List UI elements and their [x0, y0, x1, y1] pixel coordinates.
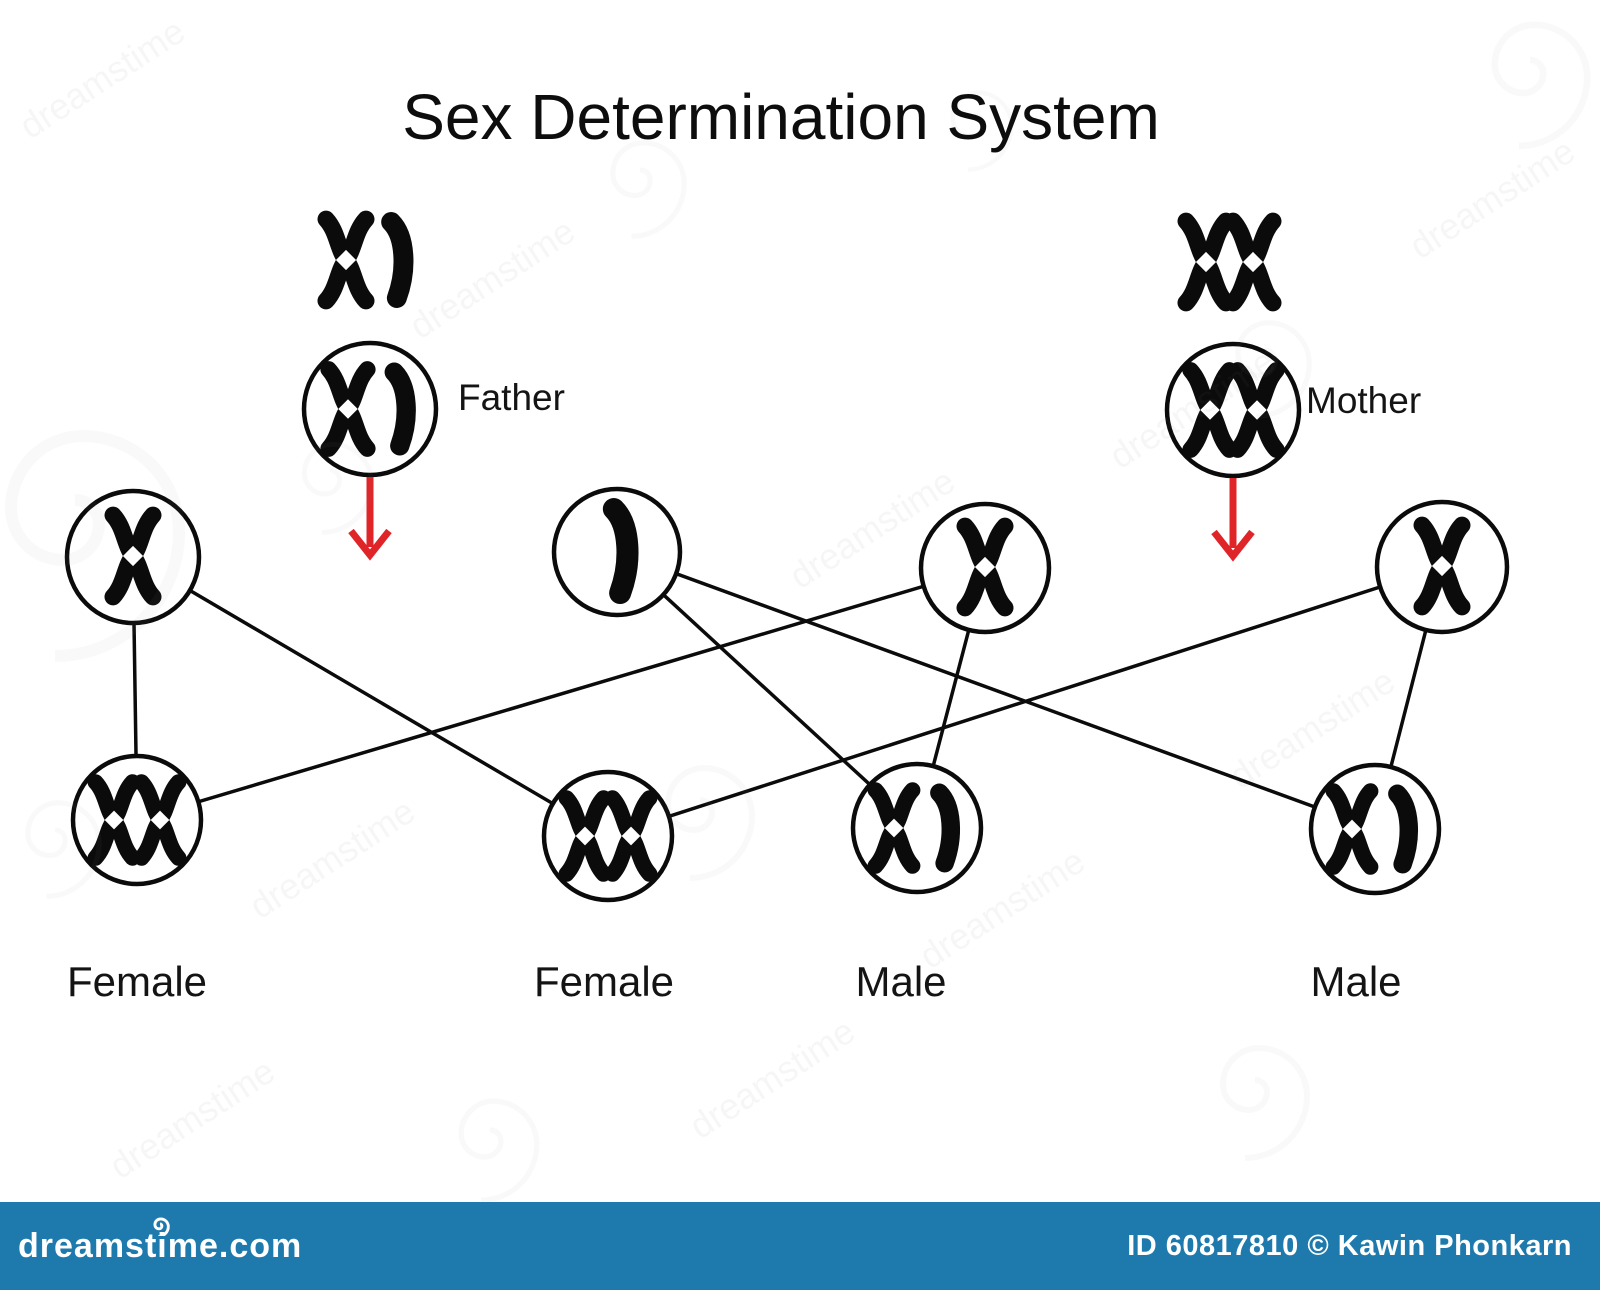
father-gamete-y-circle	[551, 486, 683, 618]
mother-chromosome-pair	[1186, 221, 1273, 303]
watermark-bar: dreamstime.com ID 60817810 © Kawin Phonk…	[0, 1202, 1600, 1290]
watermark-text: dreamstime	[1402, 130, 1582, 267]
offspring-label-female-1: Female	[66, 958, 208, 1005]
watermark-text: dreamstime	[402, 210, 582, 347]
father-chromosome-pair	[326, 219, 403, 301]
father-label: Father	[458, 377, 565, 418]
watermark-layer: dreamstime dreamstime dreamstime dreamst…	[11, 10, 1587, 1200]
page-title: Sex Determination System	[402, 81, 1160, 153]
dreamstime-spiral-icon	[153, 1217, 170, 1236]
connection-line	[136, 566, 986, 822]
mother-label: Mother	[1306, 380, 1422, 421]
image-credit: ID 60817810 © Kawin Phonkarn	[1127, 1229, 1572, 1262]
connection-line	[615, 550, 919, 830]
mother-gamete-x2-circle	[1374, 499, 1510, 635]
offspring-xy-circle-1	[850, 761, 984, 895]
offspring-label-male-1: Male	[855, 958, 947, 1005]
watermark-text: dreamstime	[12, 10, 192, 147]
mother-gamete-x1-circle	[918, 501, 1052, 635]
offspring-label-female-2: Female	[533, 958, 675, 1005]
offspring-xy-circle-2	[1308, 762, 1442, 896]
dreamstime-logo: dreamstime.com	[18, 1226, 303, 1265]
connection-line	[616, 550, 1376, 831]
watermark-text: dreamstime	[102, 1050, 282, 1187]
watermark-text: dreamstime	[682, 1010, 862, 1147]
watermark-text: dreamstime	[242, 790, 422, 927]
father-cell-circle	[301, 340, 439, 478]
offspring-label-male-2: Male	[1310, 958, 1402, 1005]
offspring-xx-circle-1	[70, 753, 204, 887]
mother-arrow	[1211, 478, 1255, 562]
offspring-xx-circle-2	[541, 769, 675, 903]
connection-line	[132, 555, 609, 838]
